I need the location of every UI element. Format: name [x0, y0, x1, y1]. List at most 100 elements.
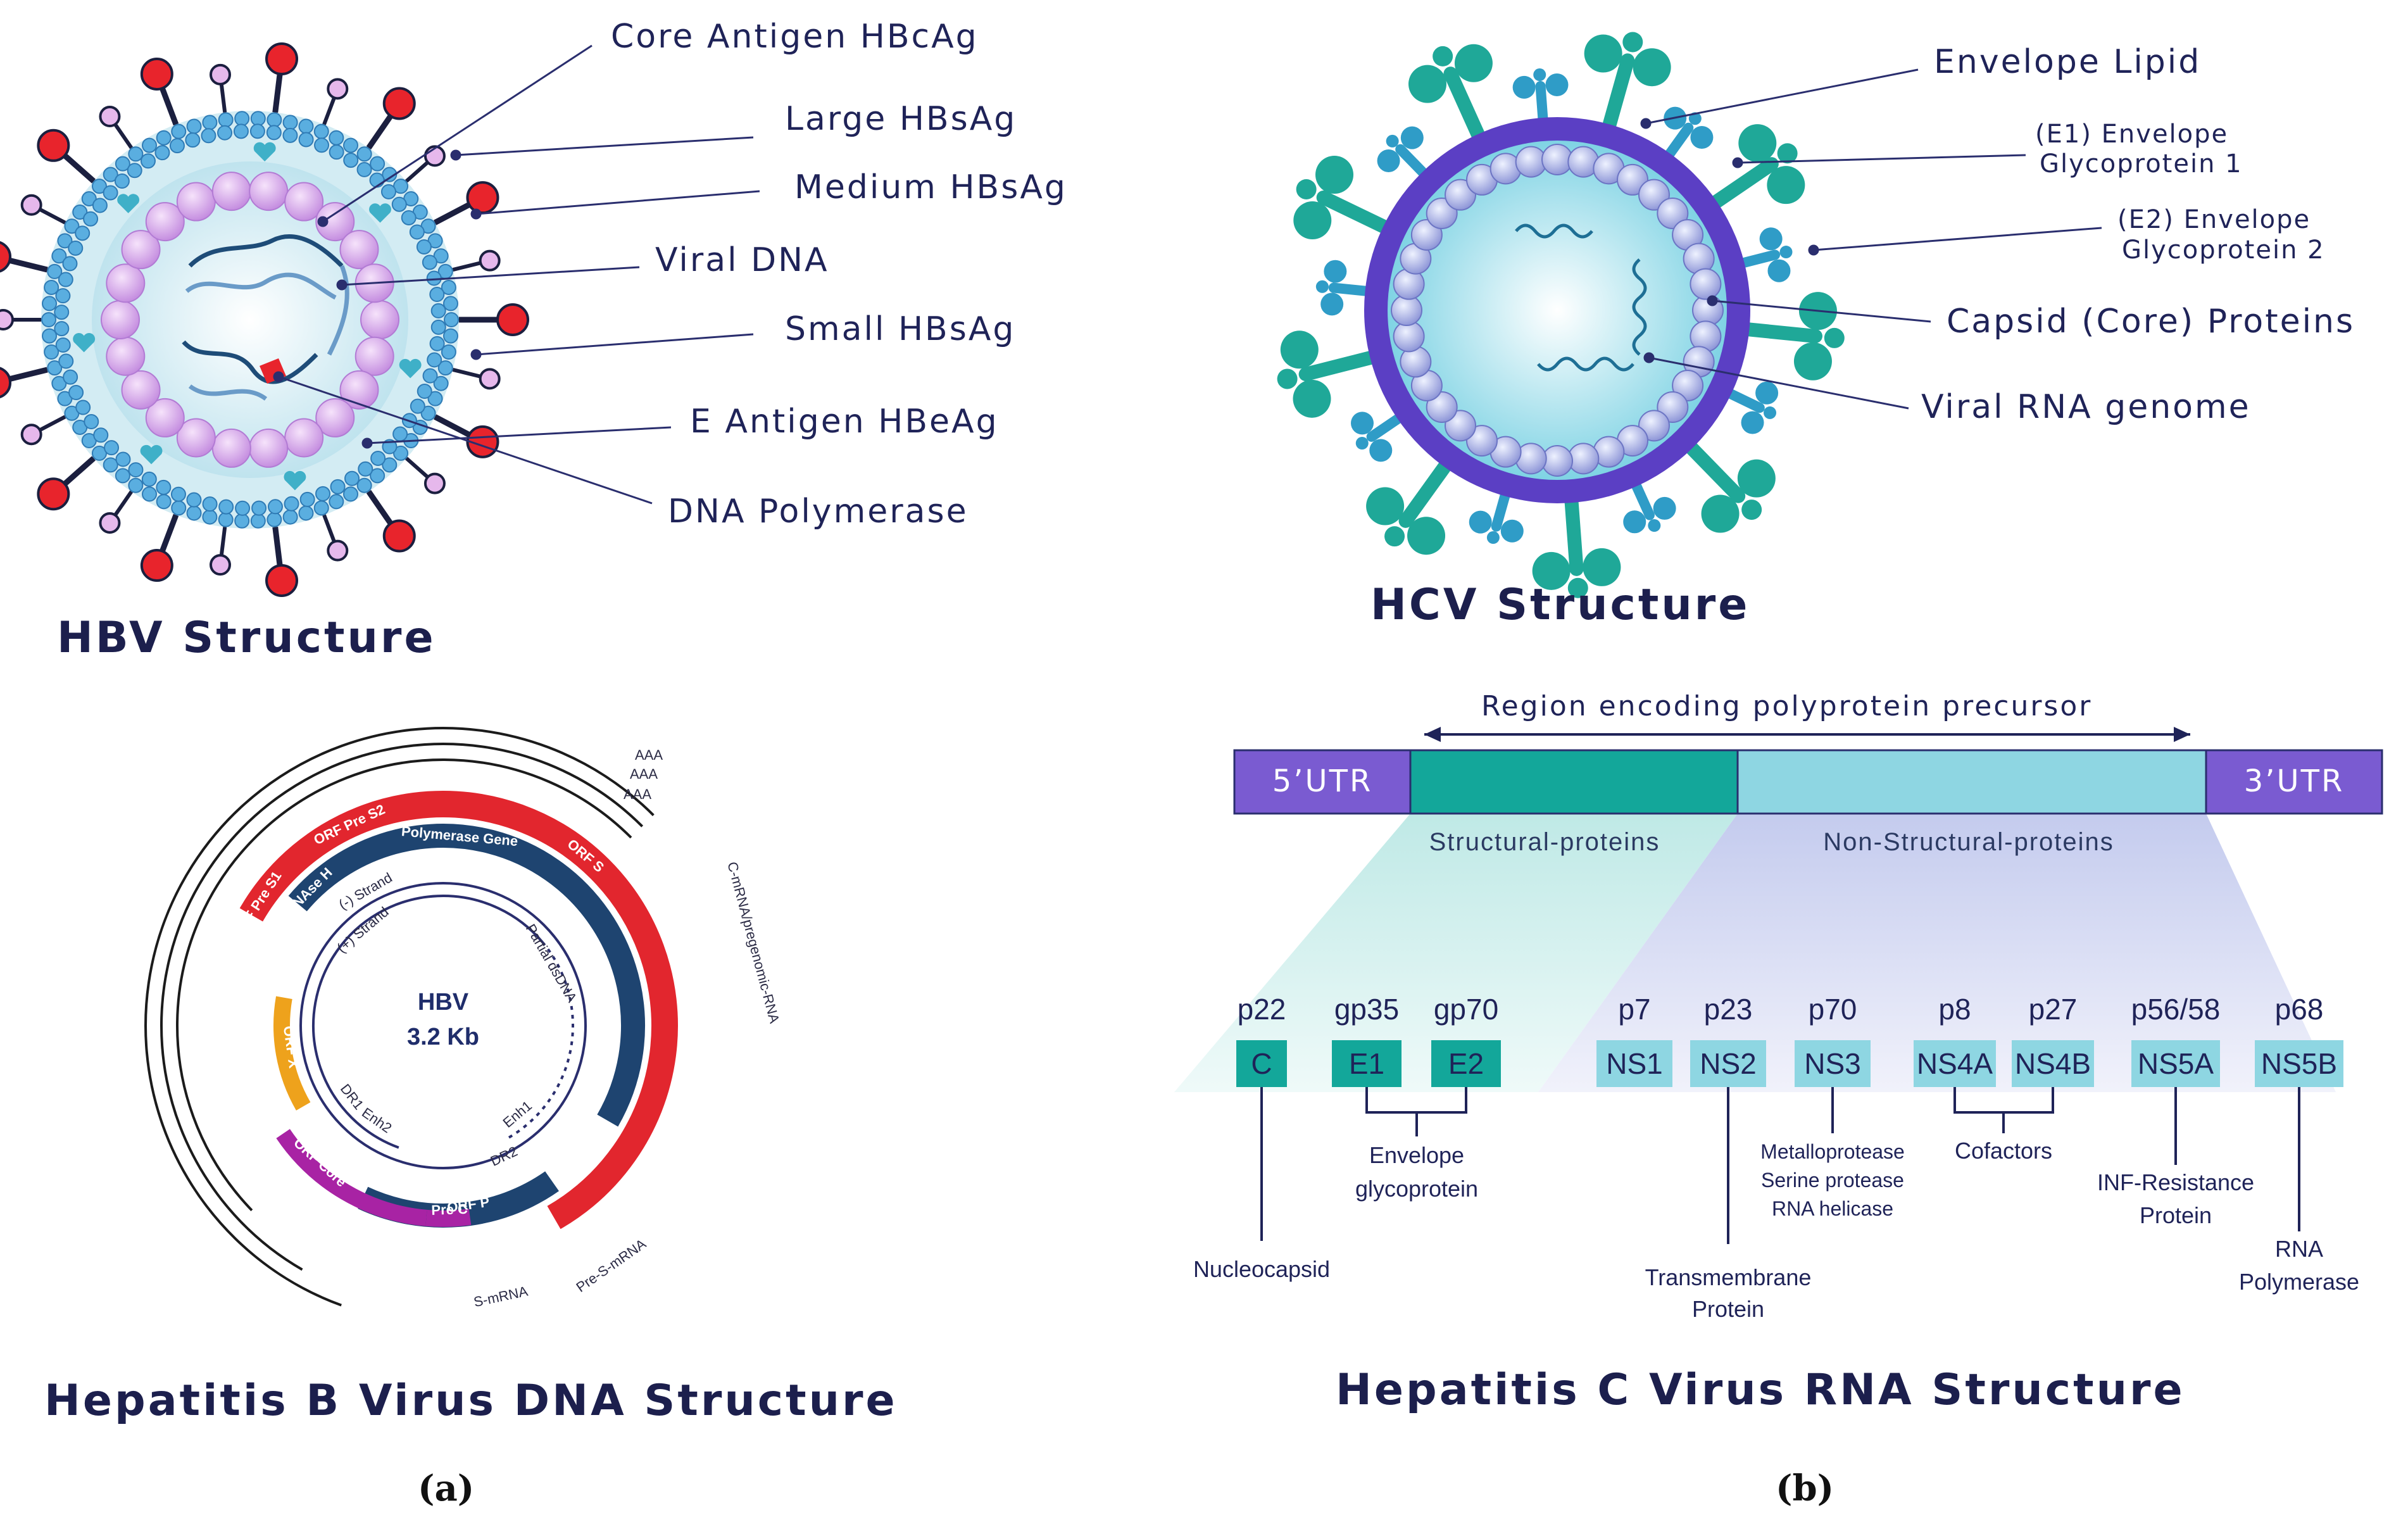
hcv-e2-stalk	[1443, 66, 1488, 148]
hbv-lipid-bead	[298, 132, 314, 148]
hbv-label-e-antigen: E Antigen HBeAg	[690, 403, 999, 441]
utr3-box	[2205, 749, 2383, 815]
hcv-e1-tip	[1764, 406, 1777, 419]
hcv-e2-lobe	[1293, 379, 1331, 418]
protein-mass-ns2: p23	[1704, 993, 1753, 1026]
hbv-lipid-bead	[282, 127, 298, 143]
hcv-label-capsid: Capsid (Core) Proteins	[1947, 303, 2355, 341]
protein-box-ns3	[1795, 1040, 1871, 1087]
arc-orf-core	[276, 1129, 427, 1226]
hbv-lipid-bead	[313, 500, 329, 516]
hbv-small-antigen	[20, 424, 42, 446]
hbv-e-antigen-icon	[369, 203, 391, 223]
hbv-lipid-bead	[391, 196, 407, 212]
hbv-large-antigen	[140, 549, 173, 582]
nonstructural-fan	[1538, 814, 2336, 1092]
hbv-capsid-subunit	[121, 370, 161, 410]
hbv-e-antigen-icon	[253, 142, 276, 162]
hbv-lipid-bead	[141, 471, 157, 487]
hcv-e1-tip	[1688, 112, 1702, 125]
hcv-structure-title: HCV Structure	[1370, 580, 1750, 630]
hbv-lipid-bead	[235, 500, 251, 516]
hbv-genome-name: HBV	[418, 989, 469, 1016]
hbv-small-antigen	[479, 249, 501, 272]
hcv-label-envelope-lipid: Envelope Lipid	[1934, 43, 2201, 81]
hbv-small-antigen	[20, 194, 42, 216]
hbv-capsid-subunit	[176, 182, 216, 222]
hbv-e-antigen-icon	[140, 444, 163, 465]
hbv-capsid-subunit	[249, 172, 289, 211]
hbv-lipid-bead	[186, 118, 202, 134]
hcv-e2-lobe	[1407, 517, 1446, 555]
hcv-e1-stalk	[1720, 386, 1765, 413]
hbv-large-antigen	[382, 87, 416, 120]
hcv-e1-lobe	[1400, 126, 1424, 149]
hcv-capsid-proteins	[1391, 144, 1724, 477]
hbv-lipid-bead	[75, 399, 91, 415]
hbv-lipid-bead	[417, 384, 432, 399]
hbv-viral-dna	[182, 234, 349, 401]
protein-name-ns1: NS1	[1606, 1047, 1662, 1080]
hbv-genome-size: 3.2 Kb	[407, 1024, 479, 1050]
hbv-e-antigen-icon	[284, 470, 306, 491]
hcv-e2-tip	[1433, 46, 1453, 66]
arc-label-s-mrna: S-mRNA	[472, 1283, 529, 1311]
hbv-lipid-bead	[356, 161, 372, 177]
hbv-lipid-bead	[81, 191, 97, 206]
protein-mass-ns4b: p27	[2029, 993, 2078, 1026]
hbv-lipid-bead	[103, 457, 118, 473]
hbv-lipid-bead	[369, 172, 385, 188]
hcv-e1-lobe	[1741, 411, 1764, 434]
arc-orf-s	[239, 791, 678, 1230]
hbv-lipid-bead	[267, 112, 282, 128]
hbv-lipid-bead	[298, 505, 314, 521]
hbv-lipid-bead	[442, 328, 458, 344]
hcv-e1-tip	[1779, 246, 1793, 259]
hbv-core-capsid	[101, 172, 399, 468]
utr3-label: 3’UTR	[2244, 764, 2345, 799]
hbv-label-dna-polymerase: DNA Polymerase	[668, 493, 969, 531]
hbv-lipid-bead	[344, 470, 360, 486]
hbv-lipid-bead	[156, 479, 172, 495]
hbv-lipid-bead	[299, 491, 315, 507]
hbv-capsid-subunit	[315, 202, 355, 242]
hbv-lipid-bead	[422, 368, 438, 384]
hcv-e2-lobe	[1408, 65, 1447, 103]
protein-name-e1: E1	[1349, 1047, 1384, 1080]
fn-transmembrane-2: Protein	[1692, 1296, 1764, 1322]
hbv-capsid-subunit	[145, 398, 185, 437]
protein-name-ns5a: NS5A	[2138, 1047, 2214, 1080]
hbv-lipid-bead	[142, 137, 157, 153]
hbv-lipid-bead	[58, 353, 74, 369]
hcv-e2-lobe	[1293, 201, 1332, 240]
hbv-lipid-bead	[427, 352, 442, 368]
hbv-lipid-bead	[54, 321, 70, 337]
arc-label-pre-s-mrna: Pre-S-mRNA	[574, 1236, 649, 1295]
hbv-lipid-bead	[370, 156, 386, 172]
fn-transmembrane-1: Transmembrane	[1645, 1264, 1812, 1290]
hcv-e1-lobe	[1767, 259, 1791, 282]
hbv-large-antigen	[265, 563, 299, 597]
hbv-capsid-subunit	[101, 300, 140, 339]
hbv-lipid-bead	[51, 375, 67, 391]
hbv-lipid-bead	[444, 312, 459, 327]
hcv-e2-stalk	[1564, 489, 1584, 576]
hbv-lipid-bead	[343, 486, 358, 502]
hbv-capsid-subunit	[284, 418, 324, 458]
hbv-lipid-bead	[114, 173, 130, 189]
fn-rna-pol-2: Polymerase	[2239, 1269, 2359, 1295]
hbv-capsid-subunit	[339, 230, 379, 270]
hbv-dna-title: Hepatitis B Virus DNA Structure	[44, 1376, 898, 1426]
hcv-e1-lobe	[1469, 510, 1492, 534]
hbv-lipid-bead	[202, 496, 218, 512]
hbv-lipid-bead	[430, 319, 446, 335]
fn-nucleocapsid: Nucleocapsid	[1193, 1256, 1330, 1282]
hcv-e2-tip	[1741, 500, 1762, 520]
hbv-lipid-bead	[380, 184, 396, 199]
hbv-lipid-bead	[356, 477, 372, 493]
hbv-lipid-bead	[169, 138, 185, 154]
hcv-glycoproteins	[1277, 32, 1845, 598]
hcv-e2-stalk	[1680, 437, 1746, 503]
hbv-lipid-bead	[57, 233, 73, 249]
hbv-lipid-bead	[430, 303, 446, 318]
